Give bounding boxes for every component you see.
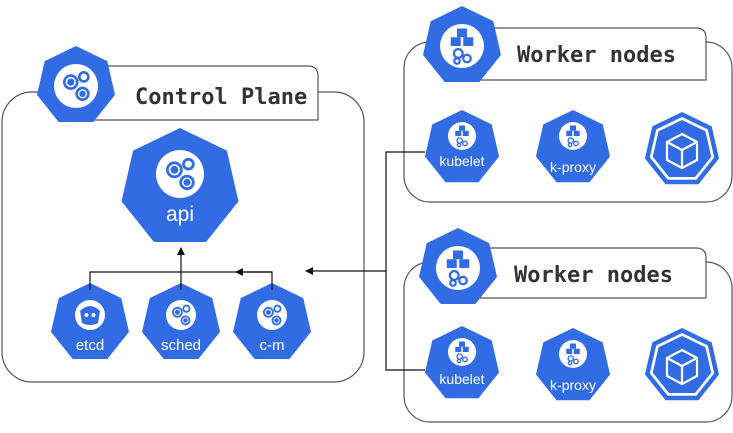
worker-node-icon-2: [419, 228, 497, 305]
kproxy-label-2: k-proxy: [550, 377, 596, 393]
pod-cube-icon-2: [644, 328, 720, 401]
worker-title-tab-2: [460, 247, 707, 299]
kubelet-component-1: [424, 110, 500, 183]
worker-title-2: Worker nodes: [514, 263, 673, 288]
api-label: api: [166, 203, 194, 226]
control-plane-title-tab: [80, 65, 319, 121]
kubelet-label-1: kubelet: [439, 153, 484, 169]
worker-connectors: [305, 151, 425, 371]
control-plane-icon: [37, 46, 115, 123]
cm-label: c-m: [260, 337, 285, 354]
sched-label: sched: [161, 337, 201, 354]
pod-cube-icon-1: [644, 112, 720, 185]
cm-component: [233, 283, 311, 360]
worker-title-1: Worker nodes: [517, 43, 676, 68]
kubelet-label-2: kubelet: [439, 371, 484, 387]
kproxy-component-1: [535, 110, 611, 183]
control-plane-title: Control Plane: [135, 85, 307, 110]
control-plane-connectors: [89, 247, 273, 290]
etcd-label: etcd: [76, 337, 104, 354]
etcd-component: [51, 283, 129, 360]
worker-title-tab-1: [460, 27, 707, 81]
worker-node-icon-1: [423, 6, 501, 83]
kproxy-component-2: [535, 328, 611, 401]
etcd-icon: [80, 306, 100, 325]
api-component: [121, 128, 239, 243]
kubelet-component-2: [424, 326, 500, 399]
kproxy-label-1: k-proxy: [550, 159, 596, 175]
sched-component: [142, 283, 220, 360]
